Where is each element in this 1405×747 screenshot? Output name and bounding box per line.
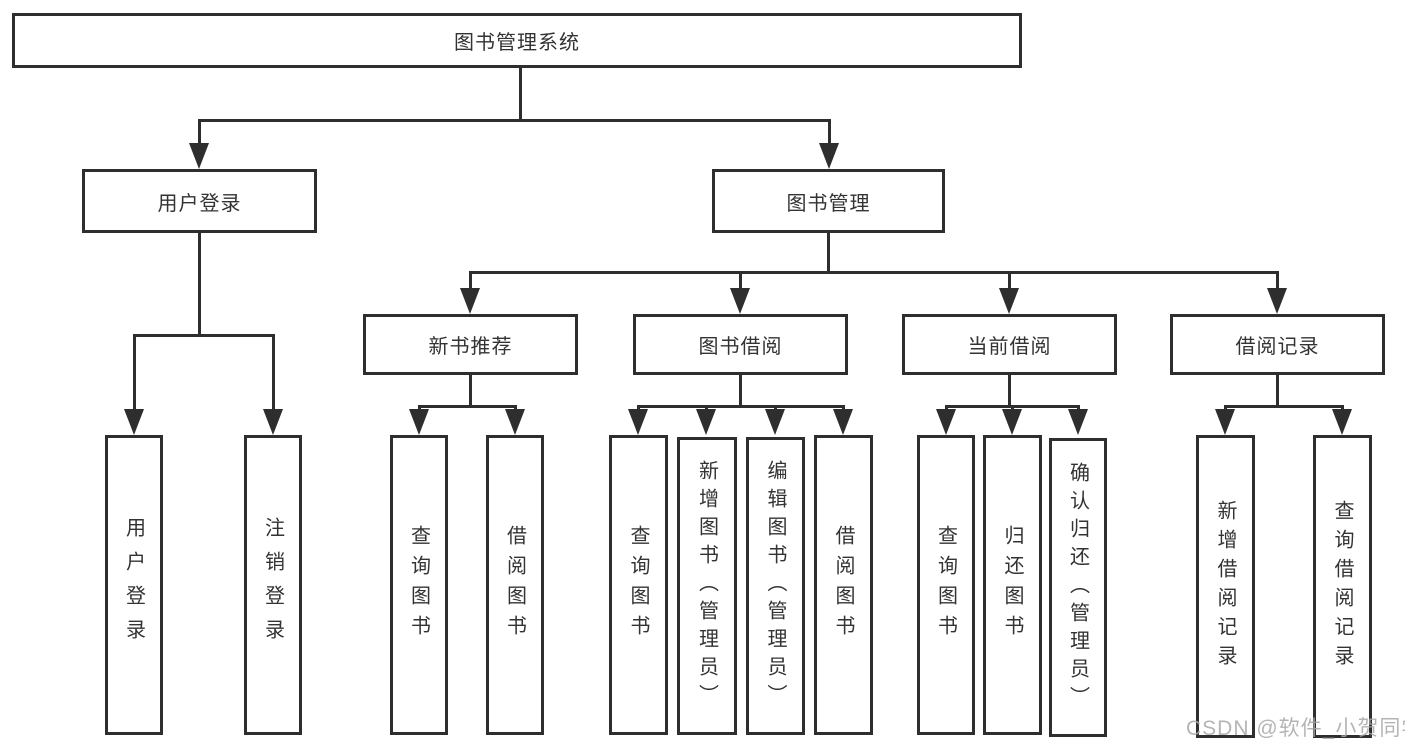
leaf-current-query-books: 查询图书 [917, 435, 975, 735]
arrowhead-borrow-records [1267, 288, 1287, 314]
leaf-records-add-record-label: 新增借阅记录 [1214, 499, 1236, 674]
arrowhead-bookborrow-borrow [833, 409, 853, 435]
connector-borrowrecords-l2 [1341, 405, 1344, 412]
connector-root-stem [519, 66, 522, 122]
connector-currentborrow-stem [1008, 375, 1011, 408]
leaf-user-login: 用户登录 [105, 435, 163, 735]
arrowhead-leaf-login [124, 409, 144, 435]
connector-newbookrec-stem [469, 375, 472, 408]
node-root-label: 图书管理系统 [454, 32, 580, 54]
node-borrow-records: 借阅记录 [1170, 314, 1385, 375]
connector-bookborrow-l4 [842, 405, 845, 412]
leaf-newrec-query-books-label: 查询图书 [407, 525, 430, 645]
leaf-newrec-query-books: 查询图书 [390, 435, 448, 735]
arrowhead-currentborrow-confirm [1068, 409, 1088, 435]
connector-bookmgmt-hline [469, 271, 1279, 274]
arrowhead-bookborrow-edit [765, 409, 785, 435]
node-user-login: 用户登录 [82, 169, 317, 233]
arrowhead-user-login [189, 143, 209, 169]
node-new-book-rec: 新书推荐 [363, 314, 578, 375]
leaf-current-return-books-label: 归还图书 [1001, 525, 1023, 645]
node-book-borrow-label: 图书借阅 [698, 336, 783, 358]
leaf-records-query-record: 查询借阅记录 [1313, 435, 1372, 738]
arrowhead-newbookrec-borrow [505, 409, 525, 435]
connector-bookborrow-l1 [637, 405, 640, 412]
node-user-login-label: 用户登录 [157, 192, 242, 215]
connector-to-user-login [198, 119, 201, 147]
leaf-current-confirm-return-admin-label: 确认归还（管理员） [1066, 461, 1089, 714]
arrowhead-bookborrow-add [696, 409, 716, 435]
connector-to-book-mgmt [828, 119, 831, 147]
arrowhead-book-mgmt [819, 143, 839, 169]
arrowhead-newbookrec-query [409, 409, 429, 435]
node-borrow-records-label: 借阅记录 [1235, 336, 1320, 358]
node-new-book-rec-label: 新书推荐 [428, 336, 513, 358]
leaf-logout-label: 注销登录 [261, 517, 284, 653]
leaf-borrow-add-books-admin-label: 新增图书（管理员） [695, 460, 718, 712]
connector-bookborrow-l2 [705, 405, 708, 412]
connector-bookmgmt-stem [827, 233, 830, 274]
leaf-logout: 注销登录 [244, 435, 302, 735]
leaf-newrec-borrow-books-label: 借阅图书 [503, 525, 526, 645]
leaf-borrow-edit-books-admin-label: 编辑图书（管理员） [764, 460, 786, 712]
connector-userlogin-right [272, 334, 275, 411]
leaf-current-query-books-label: 查询图书 [934, 525, 957, 645]
node-book-mgmt: 图书管理 [712, 169, 945, 233]
connector-newbookrec-hline [418, 405, 516, 408]
connector-bookborrow-l3 [774, 405, 777, 412]
connector-newbookrec-l1 [418, 405, 421, 412]
node-root: 图书管理系统 [12, 13, 1022, 68]
connector-currentborrow-l3 [1077, 405, 1080, 412]
connector-root-hline [198, 119, 831, 122]
connector-currentborrow-l2 [1011, 405, 1014, 412]
node-book-borrow: 图书借阅 [633, 314, 848, 375]
arrowhead-currentborrow-return [1002, 409, 1022, 435]
node-current-borrow-label: 当前借阅 [967, 336, 1052, 358]
connector-borrowrecords-l1 [1224, 405, 1227, 412]
csdn-watermark: CSDN @软件_小贺同学 [1186, 717, 1405, 740]
leaf-borrow-borrow-books-label: 借阅图书 [832, 525, 854, 645]
arrowhead-new-book-rec [460, 288, 480, 314]
leaf-current-return-books: 归还图书 [983, 435, 1042, 735]
leaf-borrow-edit-books-admin: 编辑图书（管理员） [746, 437, 805, 735]
connector-to-book-borrow [739, 271, 742, 290]
arrowhead-currentborrow-query [936, 409, 956, 435]
node-current-borrow: 当前借阅 [902, 314, 1117, 375]
node-book-mgmt-label: 图书管理 [786, 192, 871, 215]
arrowhead-current-borrow [999, 288, 1019, 314]
connector-userlogin-left [133, 334, 136, 411]
arrowhead-borrowrecords-query [1332, 409, 1352, 435]
connector-bookborrow-hline [637, 405, 844, 408]
arrowhead-bookborrow-query [628, 409, 648, 435]
connector-to-borrow-records [1276, 271, 1279, 290]
connector-userlogin-hline [133, 334, 275, 337]
leaf-newrec-borrow-books: 借阅图书 [486, 435, 544, 735]
leaf-borrow-query-books-label: 查询图书 [627, 525, 649, 645]
connector-bookborrow-stem [739, 375, 742, 408]
connector-newbookrec-l2 [514, 405, 517, 412]
arrowhead-leaf-logout [263, 409, 283, 435]
arrowhead-borrowrecords-add [1215, 409, 1235, 435]
connector-to-new-book-rec [469, 271, 472, 290]
leaf-borrow-add-books-admin: 新增图书（管理员） [677, 437, 737, 735]
leaf-records-add-record: 新增借阅记录 [1196, 435, 1255, 738]
connector-userlogin-stem [198, 233, 201, 336]
leaf-borrow-query-books: 查询图书 [609, 435, 668, 735]
connector-borrowrecords-stem [1276, 375, 1279, 408]
connector-to-current-borrow [1008, 271, 1011, 290]
connector-borrowrecords-hline [1224, 405, 1343, 408]
leaf-current-confirm-return-admin: 确认归还（管理员） [1049, 438, 1107, 737]
leaf-borrow-borrow-books: 借阅图书 [814, 435, 873, 735]
leaf-user-login-label: 用户登录 [122, 517, 145, 653]
leaf-records-query-record-label: 查询借阅记录 [1331, 499, 1353, 674]
arrowhead-book-borrow [730, 288, 750, 314]
connector-currentborrow-l1 [945, 405, 948, 412]
